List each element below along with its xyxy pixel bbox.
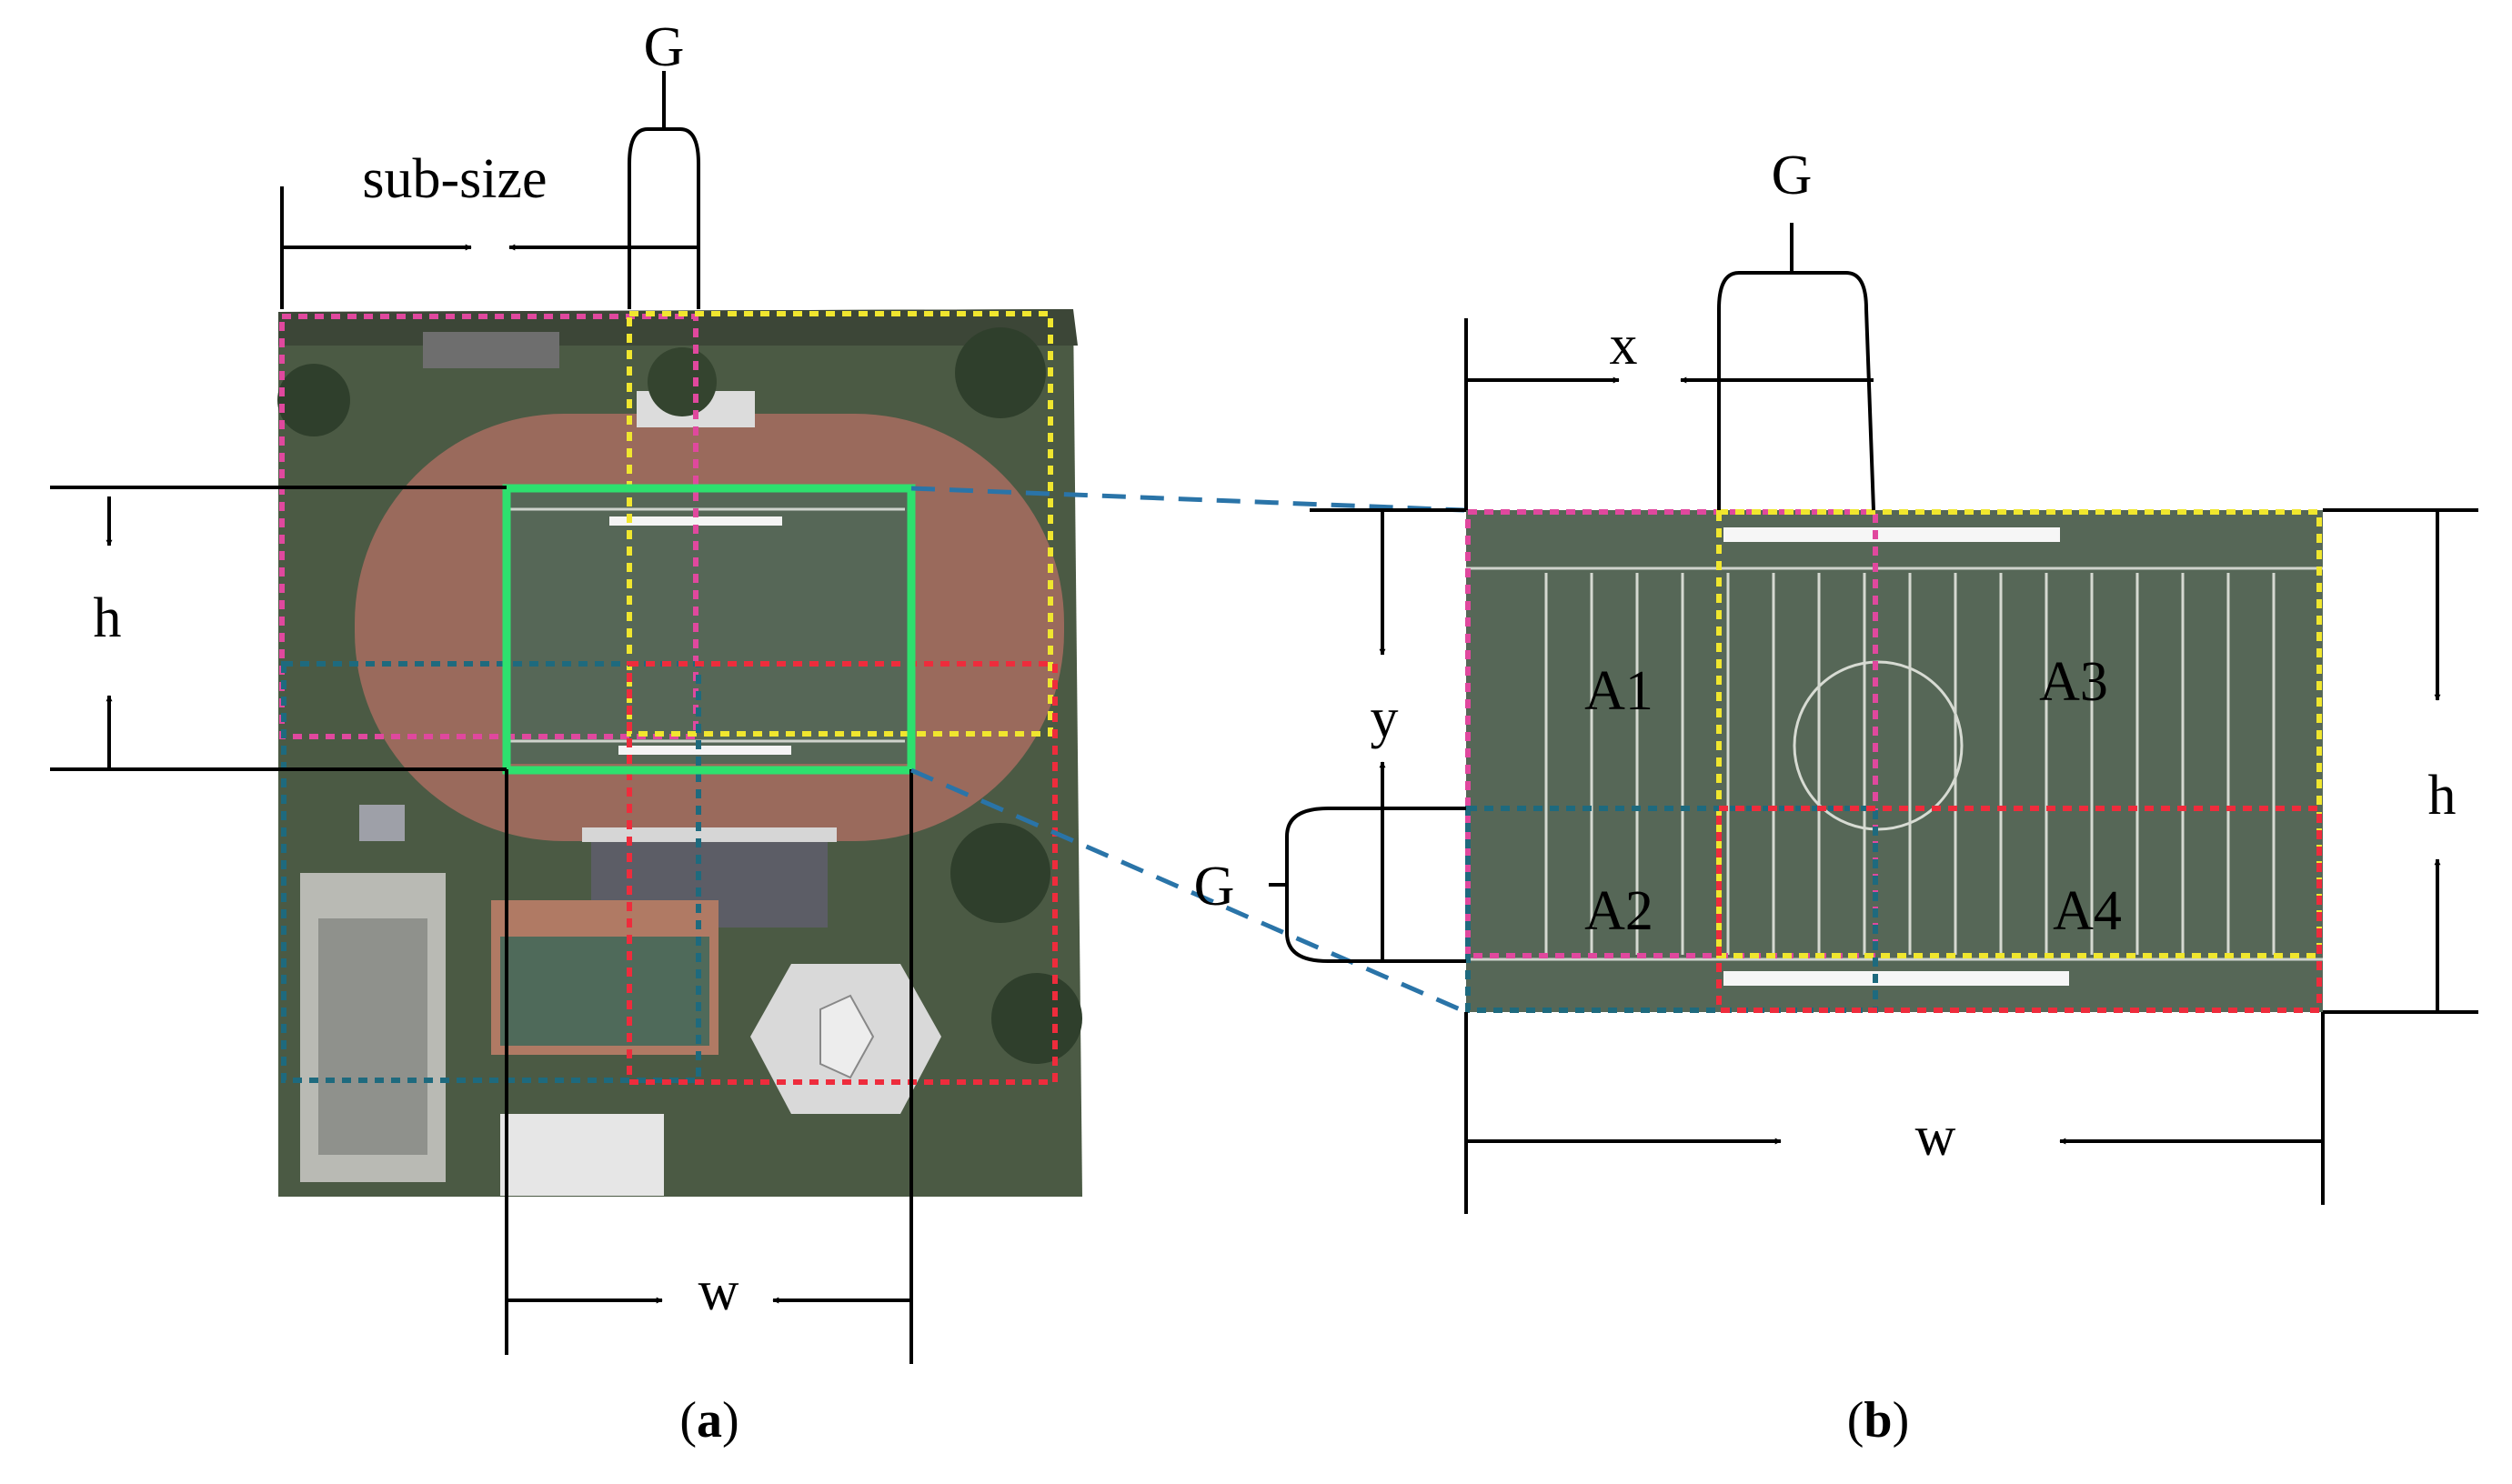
panel-b: A1 A3 A2 A4 G x y G — [1194, 145, 2478, 1449]
aerial-image — [277, 309, 1082, 1197]
tile-a2-outline — [281, 661, 701, 1083]
caption-a: (a) — [679, 1392, 739, 1449]
width-dimension-a — [505, 769, 913, 1364]
gap-label-b-left: G — [1194, 856, 1235, 917]
caption-a-letter: a — [697, 1392, 722, 1449]
height-label-a: h — [94, 587, 122, 649]
caption-b: (b) — [1847, 1392, 1909, 1449]
subsize-dimension — [280, 186, 698, 309]
width-label-b: w — [1915, 1106, 1956, 1168]
x-label: x — [1610, 315, 1638, 376]
width-dimension-b — [1464, 1012, 2325, 1214]
field-image — [1466, 510, 2323, 1012]
caption-b-open: ( — [1847, 1392, 1864, 1449]
tile-label-a2: A2 — [1584, 880, 1653, 942]
y-label: y — [1371, 687, 1399, 749]
tile-label-a1: A1 — [1584, 660, 1653, 722]
width-label-a: w — [698, 1260, 739, 1322]
gap-bracket-a — [628, 71, 700, 309]
tile-label-a3: A3 — [2039, 651, 2108, 713]
tile-a4-outline — [627, 661, 1058, 1085]
crop-region-box — [502, 484, 916, 775]
height-dimension-a — [50, 486, 507, 771]
tile-a1-zoom-outline — [1465, 509, 1878, 958]
tile-a3-zoom-outline — [1716, 509, 2322, 958]
tile-label-a4: A4 — [2053, 880, 2122, 942]
gap-label-a: G — [644, 16, 685, 78]
height-label-b: h — [2428, 765, 2457, 827]
subsize-label: sub-size — [362, 148, 547, 210]
gap-bracket-b-left — [1269, 807, 1466, 963]
zoom-leader-lines — [910, 486, 1467, 1015]
tile-a4-zoom-outline — [1716, 806, 2322, 1013]
caption-a-open: ( — [679, 1392, 697, 1449]
caption-b-letter: b — [1864, 1392, 1892, 1449]
gap-label-b-top: G — [1772, 145, 1813, 206]
x-dimension — [1464, 318, 1874, 510]
gap-bracket-b-top — [1717, 223, 1875, 511]
height-dimension-b — [2323, 508, 2478, 1014]
caption-b-close: ) — [1893, 1392, 1910, 1449]
panel-a: G sub-size h w (a) — [50, 16, 1082, 1449]
tile-a3-outline — [627, 311, 1053, 737]
tile-a1-outline — [279, 314, 698, 739]
tile-a2-zoom-outline — [1465, 806, 1878, 1013]
caption-a-close: ) — [722, 1392, 739, 1449]
